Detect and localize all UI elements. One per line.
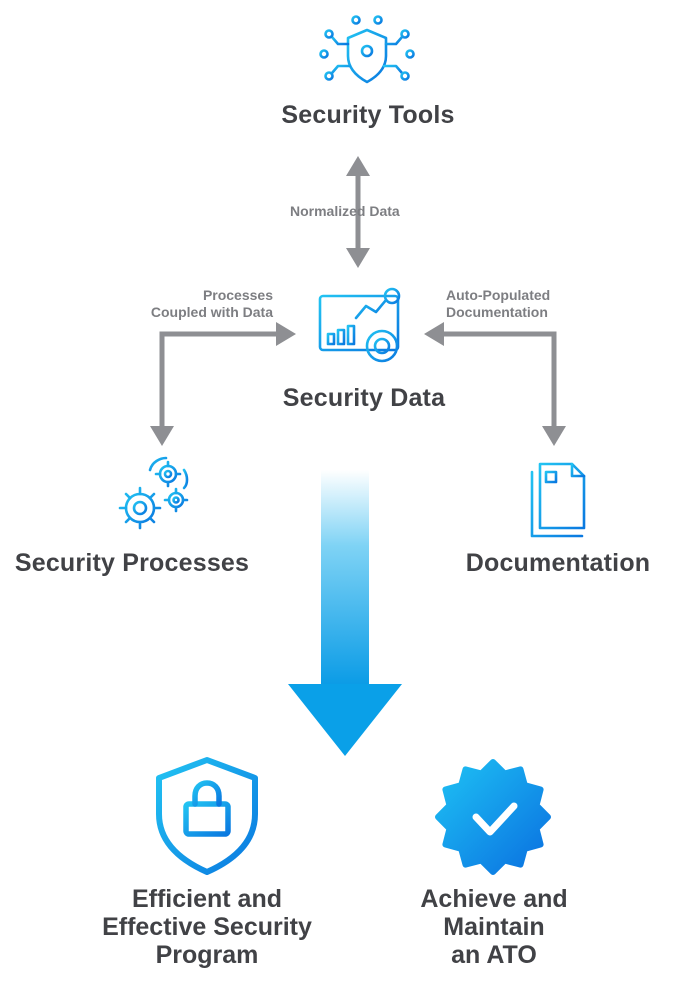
security-processes-title: Security Processes (14, 549, 250, 577)
analytics-dashboard-icon (318, 287, 401, 363)
outcome-ato-line-2: Maintain (443, 913, 545, 941)
data-processes-connector (150, 322, 296, 446)
security-tools-title: Security Tools (281, 101, 455, 129)
shield-circuit-icon (319, 15, 415, 84)
normalized-data-label: Normalized Data (290, 203, 400, 219)
gears-icon (118, 456, 189, 530)
auto-populated-label-line-2: Documentation (446, 304, 548, 320)
shield-lock-icon (156, 757, 258, 875)
auto-populated-label: Auto-Populated Documentation (446, 287, 550, 321)
verified-badge-icon (435, 759, 551, 875)
auto-populated-label-line-1: Auto-Populated (446, 287, 551, 303)
outcome-program-line-1: Efficient and (131, 885, 282, 913)
outcome-ato-line-3: an ATO (451, 941, 537, 969)
outcome-ato-text: Achieve and Maintain an ATO (392, 885, 596, 969)
processes-coupled-label-line-1: Processes (202, 287, 273, 303)
processes-coupled-label: Processes Coupled with Data (100, 287, 273, 321)
tools-data-connector (346, 156, 370, 268)
outcome-program-line-3: Program (155, 941, 259, 969)
processes-coupled-label-line-2: Coupled with Data (150, 304, 273, 320)
security-data-title: Security Data (282, 384, 446, 412)
data-documentation-connector (424, 322, 566, 446)
documents-icon (530, 462, 586, 538)
outcome-program-text: Efficient and Effective Security Program (82, 885, 332, 969)
outcome-arrow (288, 470, 402, 756)
documentation-title: Documentation (465, 549, 651, 577)
outcome-program-line-2: Effective Security (102, 913, 312, 941)
outcome-ato-line-1: Achieve and (420, 885, 568, 913)
